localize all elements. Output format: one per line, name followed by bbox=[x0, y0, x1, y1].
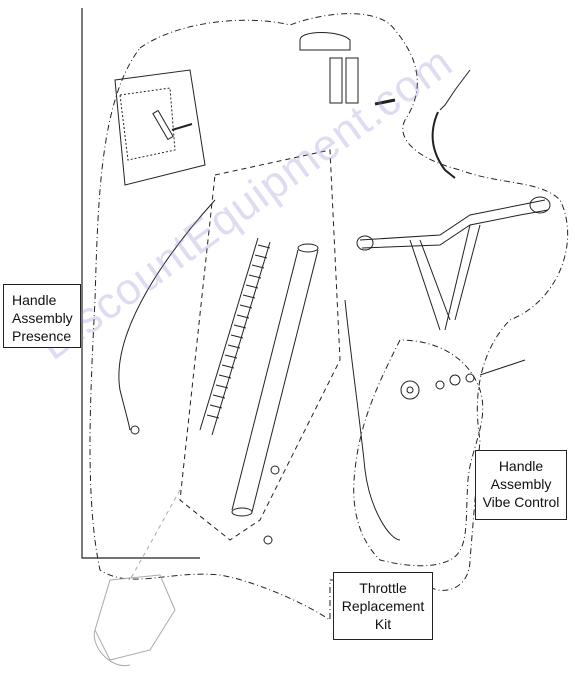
callout-line: Assembly bbox=[12, 310, 73, 326]
callout-line: Replacement bbox=[341, 598, 425, 614]
control-lever bbox=[431, 69, 471, 179]
presence-outline bbox=[89, 13, 569, 621]
callout-line: Kit bbox=[374, 616, 392, 632]
callout-line: Handle bbox=[12, 292, 57, 308]
vibe-outline bbox=[353, 339, 484, 567]
callout-line: Throttle bbox=[359, 580, 407, 596]
callout-line: Handle bbox=[498, 458, 544, 474]
callout-line: Vibe Control bbox=[482, 494, 560, 510]
callout-handle-assembly-vibe-control: Handle Assembly Vibe Control bbox=[475, 450, 567, 520]
presence-bracket bbox=[81, 8, 200, 559]
callout-handle-assembly-presence: Handle Assembly Presence bbox=[3, 284, 81, 348]
spring bbox=[199, 237, 271, 436]
callout-line: Presence bbox=[12, 328, 72, 344]
hardware bbox=[130, 359, 526, 545]
upper-bracket bbox=[299, 32, 396, 106]
handle-tube bbox=[231, 243, 319, 517]
vibe-handle-frame bbox=[356, 196, 551, 331]
engine-hint bbox=[93, 489, 181, 667]
presence-cable bbox=[118, 199, 216, 431]
tube-box bbox=[179, 149, 341, 541]
throttle-cable bbox=[344, 299, 401, 541]
callout-line: Assembly bbox=[490, 476, 552, 492]
callout-throttle-replacement-kit: Throttle Replacement Kit bbox=[333, 572, 433, 640]
manual-papers bbox=[114, 69, 206, 186]
